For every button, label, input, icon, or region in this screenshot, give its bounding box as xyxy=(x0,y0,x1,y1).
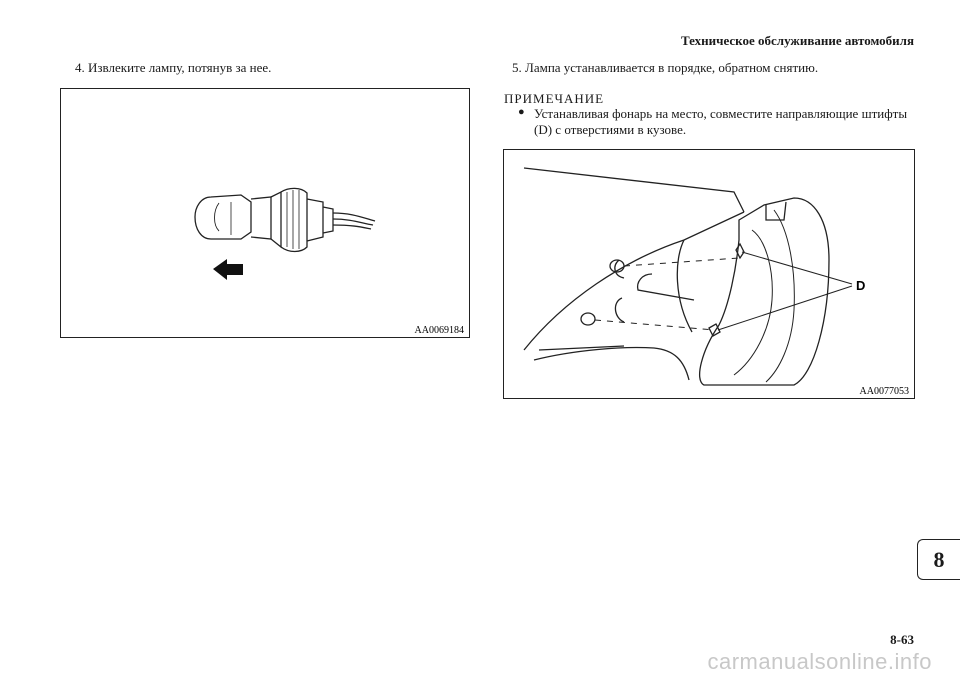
bullet-icon: ● xyxy=(518,106,525,118)
figure-bulb-removal: AA0069184 xyxy=(60,88,470,338)
figure-tail-lamp: D AA0077053 xyxy=(503,149,915,399)
step-4-text: 4. Извлеките лампу, потянув за нее. xyxy=(75,60,272,75)
watermark: carmanualsonline.info xyxy=(707,649,932,674)
page-header: Техническое обслуживание автомобиля xyxy=(680,33,914,48)
pin-label-d: D xyxy=(856,278,865,293)
bulb-removal-illustration: AA0069184 xyxy=(194,187,464,336)
note-title: ПРИМЕЧАНИЕ xyxy=(504,91,605,106)
figure2-code: AA0077053 xyxy=(860,386,909,397)
page-number: 8-63 xyxy=(890,632,914,647)
step-5-text: 5. Лампа устанавливается в порядке, обра… xyxy=(512,60,819,75)
chapter-tab: 8 xyxy=(917,539,960,580)
tail-lamp-installation-illustration: D AA0077053 xyxy=(523,167,909,397)
note-text: Устанавливая фонарь на место, совместите… xyxy=(534,106,908,137)
figure1-code: AA0069184 xyxy=(415,325,464,336)
